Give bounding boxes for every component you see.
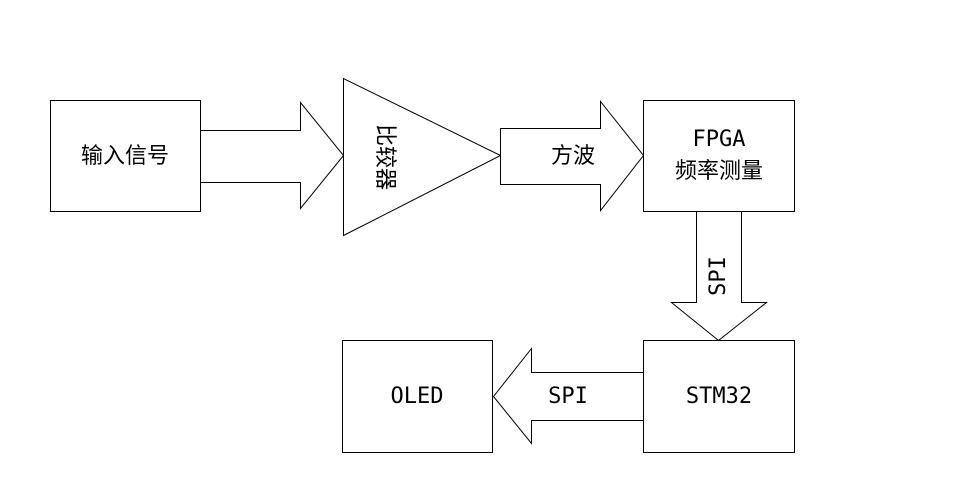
arrow-input-to-comparator — [200, 101, 345, 210]
comparator-triangle — [343, 77, 502, 237]
oled-box — [342, 340, 493, 453]
oled-label: OLED — [391, 384, 444, 409]
comparator-label: 比较器 — [372, 124, 397, 190]
fpga-box — [643, 100, 795, 212]
input-signal-box — [50, 100, 201, 212]
spi-vertical-label: SPI — [706, 256, 731, 296]
fpga-label-line2: 频率测量 — [675, 159, 763, 184]
arrow-comparator-to-fpga — [500, 100, 645, 212]
input-signal-label: 输入信号 — [81, 144, 169, 169]
spi-horizontal-label: SPI — [548, 384, 588, 409]
arrow-stm32-to-oled — [492, 347, 644, 445]
stm32-label: STM32 — [686, 384, 752, 409]
square-wave-label: 方波 — [551, 144, 595, 169]
arrow-fpga-to-stm32 — [670, 211, 768, 342]
fpga-label-line1: FPGA — [693, 127, 746, 152]
stm32-box — [643, 340, 795, 453]
